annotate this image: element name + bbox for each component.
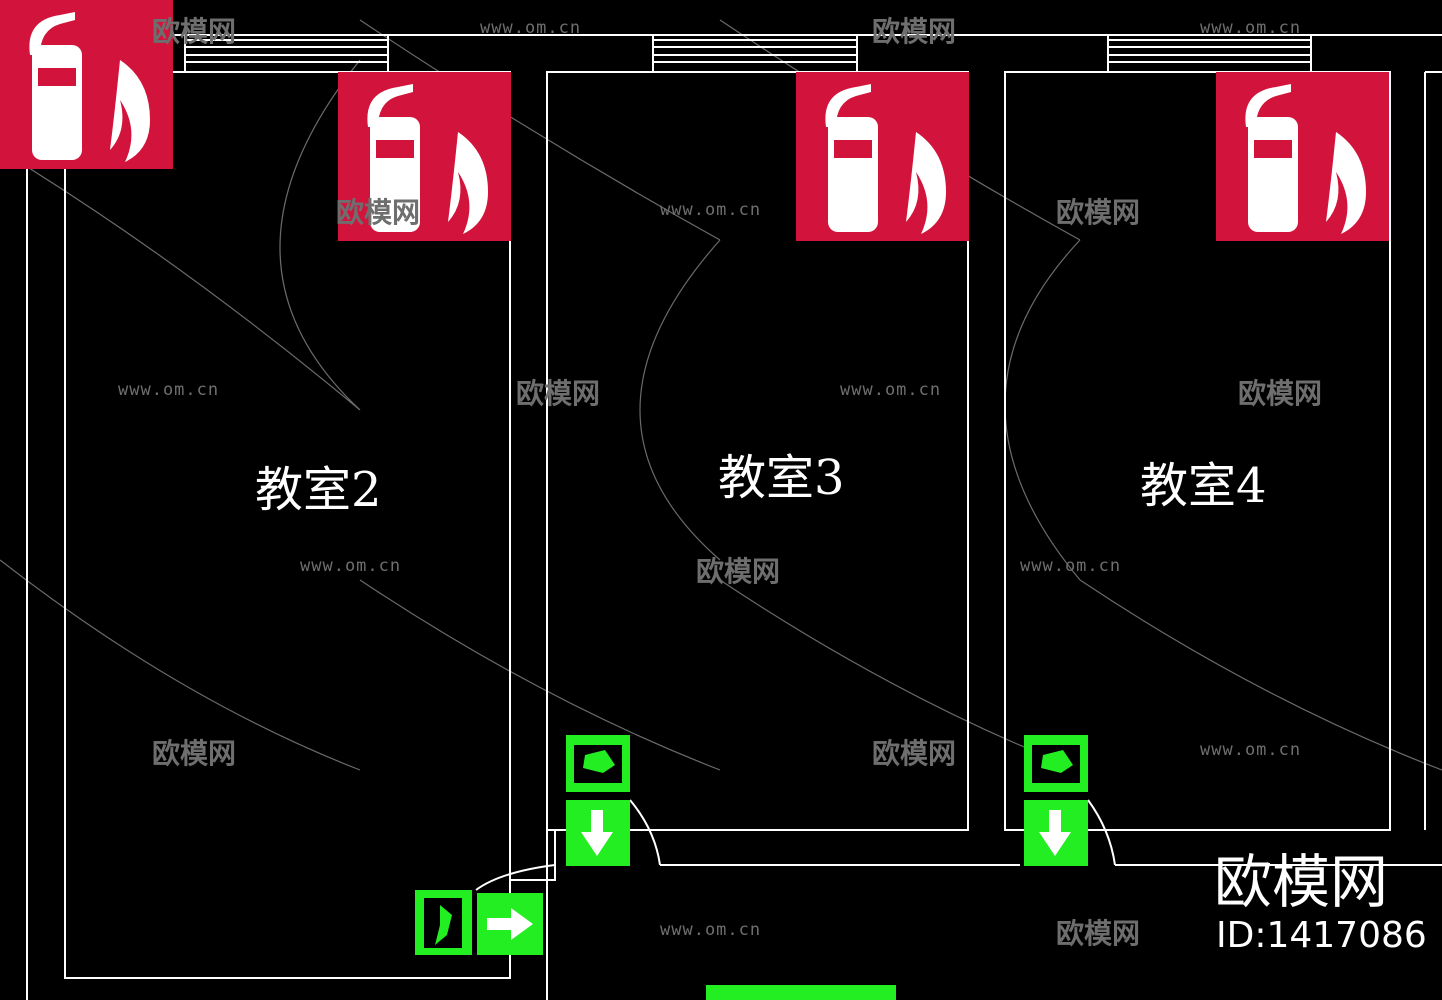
windows	[184, 35, 1312, 72]
exit-sign-partial	[706, 985, 896, 1000]
emergency-exit-running-man-icon	[415, 890, 472, 955]
watermark-brand: 欧模网	[872, 15, 957, 48]
walls	[26, 34, 1442, 1000]
exit-signs	[415, 735, 1088, 1000]
watermark-url: www.om.cn	[660, 200, 762, 220]
watermark-url: www.om.cn	[840, 380, 942, 400]
watermark-url: www.om.cn	[1200, 18, 1302, 38]
watermark-url: www.om.cn	[480, 18, 582, 38]
watermark-url: www.om.cn	[1020, 556, 1122, 576]
arrow-right-icon	[477, 893, 543, 955]
arrow-down-icon	[566, 800, 630, 866]
room-4-outline	[1004, 71, 1391, 831]
watermark-brand: 欧模网	[516, 377, 601, 410]
watermark-brand: 欧模网	[1238, 377, 1323, 410]
fire-extinguisher-sign-icon	[796, 72, 969, 241]
watermark-brand: 欧模网	[872, 737, 957, 770]
watermark-brand: 欧模网	[336, 196, 421, 229]
watermark-brand: 欧模网	[152, 15, 237, 48]
room-label-2: 教室2	[255, 462, 382, 518]
room-2-outline	[64, 71, 511, 979]
watermark-brand: 欧模网	[152, 737, 237, 770]
watermark-url: www.om.cn	[660, 920, 762, 940]
room-label-4: 教室4	[1140, 458, 1267, 514]
room-3-outline	[546, 71, 969, 831]
brand-logo: 欧模网	[1214, 848, 1389, 916]
watermark-brand: 欧模网	[1056, 917, 1141, 950]
model-id: ID:1417086	[1216, 915, 1427, 956]
emergency-exit-running-man-icon	[1024, 735, 1088, 792]
watermark-url: www.om.cn	[118, 380, 220, 400]
watermark-brand: 欧模网	[1056, 196, 1141, 229]
fire-extinguisher-sign-icon	[1216, 72, 1389, 241]
arrow-down-icon	[1024, 800, 1088, 866]
watermark-url: www.om.cn	[1200, 740, 1302, 760]
fire-extinguisher-sign-icon	[0, 0, 173, 169]
watermark-url: www.om.cn	[300, 556, 402, 576]
watermark-brand: 欧模网	[696, 555, 781, 588]
room-label-3: 教室3	[718, 450, 845, 506]
emergency-exit-running-man-icon	[566, 735, 630, 792]
